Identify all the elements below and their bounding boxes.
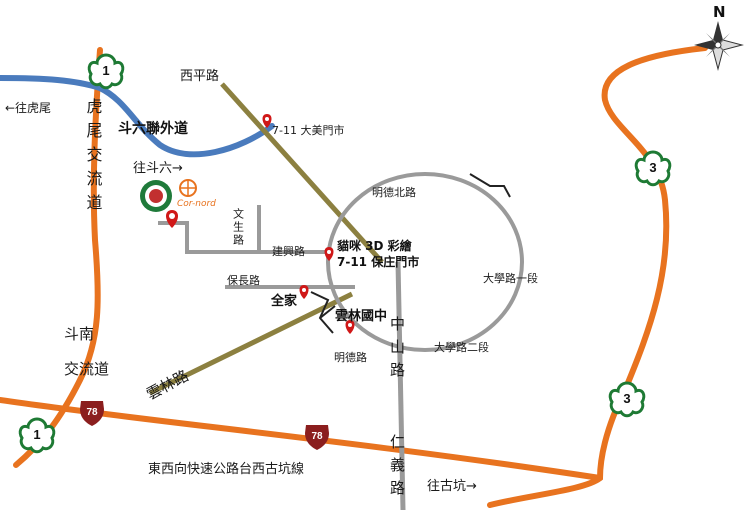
label-jianxing-road: 建興路 (272, 244, 305, 258)
freeway-3-shield-bottom: 3 (608, 381, 646, 418)
label-yunlin-junior-high: 雲林國中 (335, 308, 387, 324)
xiping-road (220, 82, 384, 264)
svg-text:78: 78 (311, 431, 323, 442)
label-huwei-interchange: 虎尾交流道 (84, 98, 103, 218)
expressway-78-route (0, 397, 603, 481)
svg-text:3: 3 (649, 160, 656, 175)
douliu-connector-route (0, 75, 275, 158)
label-yunlin-road: 雲林路 (143, 367, 191, 404)
label-to-gukeng: 往古坑→ (427, 479, 477, 494)
label-daxue-road-sec2: 大學路二段 (434, 340, 489, 354)
svg-text:1: 1 (102, 63, 109, 78)
ring-road (326, 172, 524, 352)
label-familymart: 全家 (270, 293, 298, 309)
label-mingde-north-road: 明德北路 (372, 185, 416, 199)
yunlin-road (148, 291, 354, 396)
school-seal-logo (140, 180, 172, 212)
label-zhongshan-road: 中山路 (388, 316, 406, 385)
label-daxue-road-sec1: 大學路一段 (483, 271, 538, 285)
freeway-1-route (13, 47, 103, 468)
svg-text:78: 78 (86, 407, 98, 418)
label-dounan-interchange-line1: 斗南 (64, 325, 94, 343)
freeway-1-shield-top: 1 (87, 53, 125, 90)
route-78-shield-center: 78 (305, 425, 329, 450)
location-marker-school (345, 320, 355, 334)
label-to-huwei: ←往虎尾 (5, 100, 51, 115)
location-marker-start (166, 210, 178, 228)
label-renyi-road: 仁義路 (388, 434, 406, 503)
label-expressway: 東西向快速公路台西古坑線 (148, 461, 304, 477)
svg-text:1: 1 (33, 427, 40, 442)
label-wensheng-road: 文生路 (232, 207, 245, 247)
brand-logo: Cor-nord (177, 179, 216, 209)
location-marker-7-11-damen (262, 114, 272, 128)
svg-text:3: 3 (623, 391, 630, 406)
svg-text:Cor-nord: Cor-nord (177, 199, 216, 209)
label-dounan-interchange-line2: 交流道 (64, 360, 109, 378)
freeway-3-shield-top: 3 (634, 150, 672, 187)
label-to-douliu: 往斗六→ (133, 161, 183, 176)
freeway-1-shield-bottom: 1 (18, 417, 56, 454)
compass-icon (694, 21, 744, 71)
zhongshan-road (395, 261, 406, 511)
label-cat-painting: 貓咪 3D 彩繪 (337, 238, 413, 253)
route-78-shield-left: 78 (80, 401, 104, 426)
street-near-school (310, 291, 334, 334)
label-xiping-road: 西平路 (180, 68, 219, 84)
compass-north-label: N (713, 3, 726, 21)
location-marker-cat-painting (324, 247, 334, 261)
street-near-mingde-north (469, 173, 511, 198)
label-douliu-connector: 斗六聯外道 (118, 120, 188, 137)
label-7-11-damen: 7-11 大美門市 (272, 123, 344, 137)
street-near-school-2 (319, 305, 336, 319)
location-marker-familymart (299, 285, 309, 299)
label-mingde-road: 明德路 (334, 350, 367, 364)
label-baozhang-road: 保長路 (227, 273, 260, 287)
label-7-11-baozhuang: 7-11 保庄門市 (337, 254, 419, 269)
